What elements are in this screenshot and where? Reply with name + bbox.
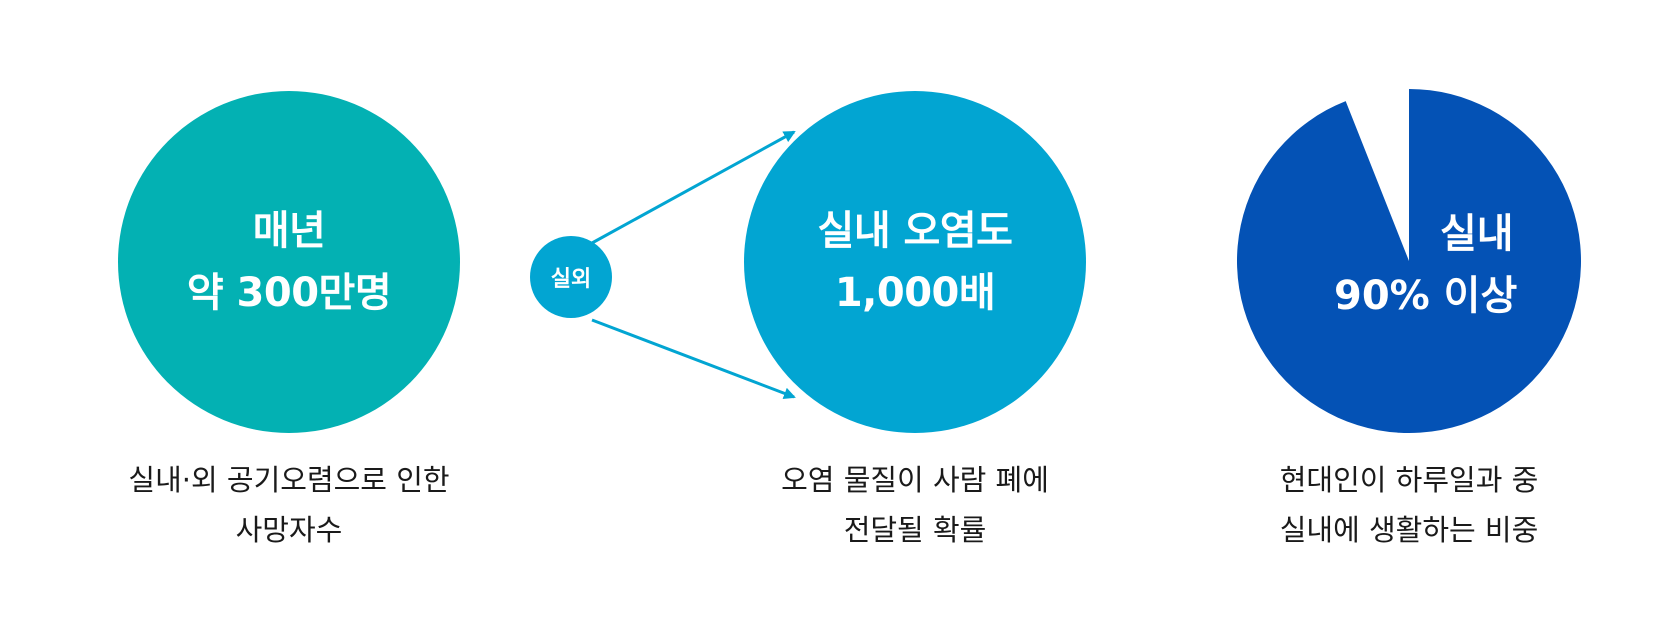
indoor-pollution-line2: 1,000배 (834, 270, 996, 316)
indoor-pollution-caption-line2: 전달될 확률 (843, 513, 987, 547)
indoor-share-caption-line1: 현대인이 하루일과 중 (1279, 463, 1539, 497)
indoor-share-caption: 현대인이 하루일과 중 실내에 생활하는 비중 (1199, 455, 1619, 555)
annual-deaths-line1: 매년 (252, 208, 326, 254)
indoor-share-pie-svg (1237, 89, 1581, 433)
indoor-pollution-caption: 오염 물질이 사람 폐에 전달될 확률 (705, 455, 1125, 555)
annual-deaths-circle: 매년 약 300만명 (118, 91, 460, 433)
indoor-pollution-circle: 실내 오염도 1,000배 (744, 91, 1086, 433)
indoor-share-line2: 90% 이상 (1334, 273, 1518, 319)
indoor-share-pie (1236, 88, 1582, 434)
annual-deaths-line2: 약 300만명 (186, 270, 392, 316)
annual-deaths-caption-line2: 사망자수 (235, 513, 343, 547)
indoor-share-caption-line2: 실내에 생활하는 비중 (1279, 513, 1539, 547)
indoor-pollution-line1: 실내 오염도 (817, 208, 1013, 254)
outdoor-badge: 실외 (530, 236, 612, 318)
indoor-share-line1: 실내 (1440, 211, 1514, 257)
indoor-share-slice (1237, 89, 1581, 433)
indoor-pollution-caption-line1: 오염 물질이 사람 폐에 (781, 463, 1049, 497)
annual-deaths-caption-line1: 실내·외 공기오렴으로 인한 (128, 463, 450, 497)
annual-deaths-caption: 실내·외 공기오렴으로 인한 사망자수 (79, 455, 499, 555)
